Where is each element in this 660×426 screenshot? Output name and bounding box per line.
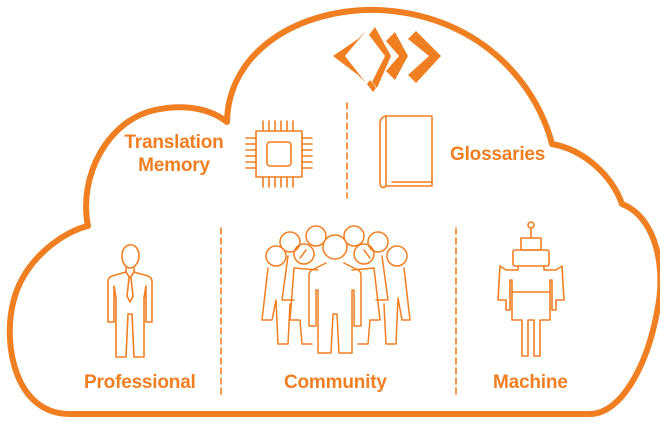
label-translation-memory: Translation Memory	[110, 131, 238, 177]
diamond-brackets-logo-icon	[333, 27, 441, 92]
label-glossaries: Glossaries	[450, 144, 546, 165]
label-machine: Machine	[493, 372, 568, 393]
microchip-icon	[245, 120, 313, 188]
label-professional: Professional	[84, 372, 196, 393]
label-translation-memory-line2: Memory	[138, 155, 210, 176]
label-translation-memory-line1: Translation	[124, 132, 224, 153]
businessman-icon	[107, 243, 153, 358]
people-group-icon	[261, 225, 411, 354]
book-icon	[379, 115, 433, 189]
cloud-outline	[6, 6, 660, 417]
robot-icon	[497, 221, 565, 357]
label-community: Community	[284, 372, 387, 393]
